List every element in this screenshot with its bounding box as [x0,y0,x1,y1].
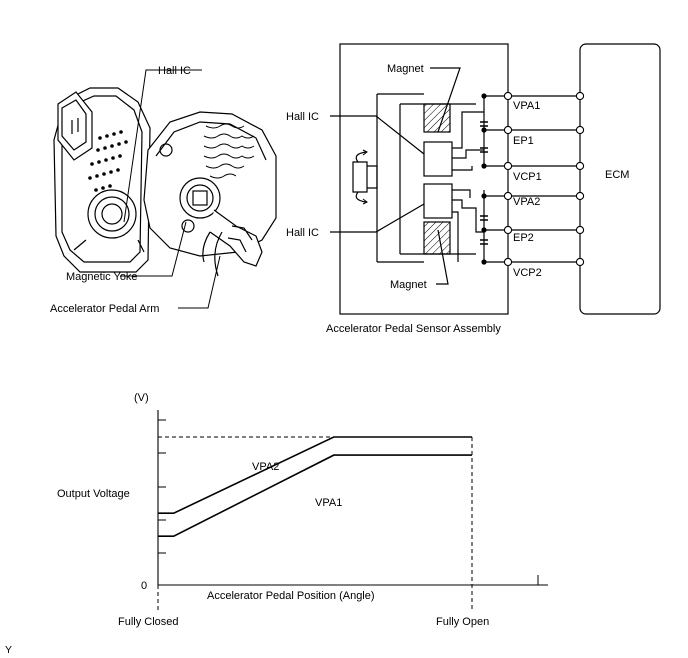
y-origin-label: 0 [141,580,147,592]
sensor-leaders [120,69,221,309]
sensor-illustration [53,87,277,277]
circuit-diagram [330,43,661,315]
hall-ic-bottom-label: Hall IC [286,227,319,239]
signal-vcp1: VCP1 [513,171,542,183]
series-label-vpa1: VPA1 [315,497,342,509]
magnetic-yoke-label: Magnetic Yoke [66,271,138,283]
signal-ep2: EP2 [513,232,534,244]
magnet-top-label: Magnet [387,63,424,75]
x-axis-label: Accelerator Pedal Position (Angle) [207,590,375,602]
fully-open-label: Fully Open [436,616,489,628]
assembly-caption: Accelerator Pedal Sensor Assembly [326,323,501,335]
series-line-vpa2 [158,436,472,515]
series-label-vpa2: VPA2 [252,461,279,473]
hall-ic-top [423,141,453,177]
y-ticks [158,419,166,554]
y-unit-label: (V) [134,392,149,404]
output-voltage-chart [157,410,548,612]
magnet-bottom-label: Magnet [390,279,427,291]
hall-ic-top-label: Hall IC [286,111,319,123]
signal-vpa2: VPA2 [513,196,540,208]
signal-vcp2: VCP2 [513,267,542,279]
sensor-assembly-box [339,43,509,315]
pedal-arm-label: Accelerator Pedal Arm [50,303,159,315]
fully-closed-label: Fully Closed [118,616,179,628]
y-axis-label: Output Voltage [57,488,130,500]
magnet-bottom [423,221,451,255]
series-line-vpa1 [158,454,472,538]
signal-ep1: EP1 [513,135,534,147]
figure-code: Y [5,644,12,656]
hall-ic-bottom [423,183,453,219]
ecm-label: ECM [605,169,629,181]
hall-ic-label: Hall IC [158,65,191,77]
circuit-nodes [481,91,585,267]
ecm-box [579,43,661,315]
signal-vpa1: VPA1 [513,100,540,112]
